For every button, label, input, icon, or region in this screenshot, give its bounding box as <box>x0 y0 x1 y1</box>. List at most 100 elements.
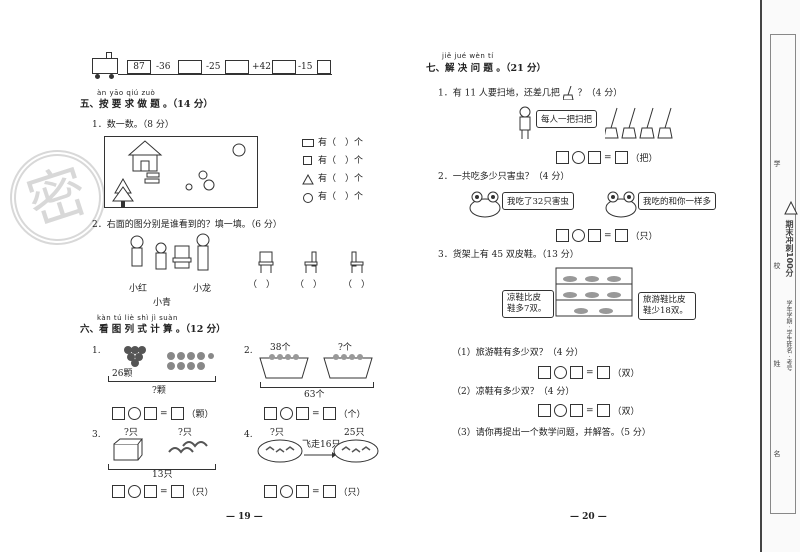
p2-equation: =（个） <box>264 407 366 420</box>
student-icon <box>519 106 531 139</box>
leaf-left-icon <box>257 439 303 463</box>
flying-arrow-icon <box>304 452 336 458</box>
circle-icon <box>303 193 313 203</box>
p2-label-2: ?个 <box>338 343 352 353</box>
brooms-row-icon <box>605 107 673 139</box>
p4-label-2: 飞走16只 <box>302 440 341 450</box>
p2-total: 63个 <box>304 390 325 400</box>
kid-name-xiaolong: 小龙 <box>193 284 212 294</box>
q1-line: 1．有 11 人要扫地，还差几把 ？（4 分） <box>438 85 623 101</box>
frog-right-icon <box>605 191 637 218</box>
sidebar-label-2: 校 <box>773 262 781 269</box>
sidebar-frame <box>770 34 796 514</box>
sidebar-label-1: 学 <box>773 160 781 167</box>
house-and-tree-drawing <box>112 140 246 207</box>
sec6-title: 六、看 图 列 式 计 算 。（12 分） <box>80 324 226 335</box>
kid-name-xiaoqing: 小青 <box>153 298 172 308</box>
brand-logo-icon <box>784 200 798 215</box>
train-car-2[interactable] <box>178 60 202 74</box>
p1-label: 26颗 <box>112 369 133 379</box>
p4-number: 4. <box>244 430 253 440</box>
square-icon <box>303 156 312 165</box>
chair-answer-1[interactable]: （ ） <box>248 280 276 290</box>
shape-count-row-2[interactable]: 有（ ）个 <box>318 156 364 166</box>
sec5-pinyin: àn yāo qiú zuò <box>97 89 156 97</box>
shape-count-list: 有（ ）个 有（ ）个 有（ ）个 有（ ）个 <box>302 138 382 210</box>
broom-icon <box>562 85 574 101</box>
p4-label-1: ?只 <box>270 428 284 438</box>
binding-sidebar: 学 校 姓 名 期末冲刺100分 学年学期 · 学生姓名 · 考号 <box>760 0 800 552</box>
box-icon <box>113 438 144 461</box>
chair-view-2 <box>304 251 318 273</box>
chair-answer-2[interactable]: （ ） <box>295 280 323 290</box>
train-engine <box>92 58 118 74</box>
train-op-2: -25 <box>206 62 221 72</box>
q1-text: 1．有 11 人要扫地，还差几把 <box>438 88 560 99</box>
q2-text: 2．一共吃多少只害虫？（4 分） <box>438 172 570 182</box>
page-number-left: — 19 — <box>226 512 263 522</box>
shape-count-row-3[interactable]: 有（ ）个 <box>318 174 364 184</box>
kids-and-chair-drawing <box>130 233 210 271</box>
sec5-q1: 1．数一数。（8 分） <box>92 120 174 130</box>
triangle-icon <box>302 174 314 185</box>
q3-sub3: （3）请你再提出一个数学问题，并解答。（5 分） <box>452 428 651 438</box>
p3-label-2: ?只 <box>178 428 192 438</box>
train-car-4[interactable] <box>272 60 296 74</box>
p2-label-1: 38个 <box>270 343 291 353</box>
right-page: jiě jué wèn tí 七、解 决 问 题 。（21 分） 1．有 11 … <box>400 0 760 552</box>
p1-number: 1. <box>92 346 101 356</box>
sec7-title: 七、解 决 问 题 。（21 分） <box>426 63 547 74</box>
sec6-pinyin: kàn tú liè shì jì suàn <box>97 314 178 322</box>
rectangle-icon <box>302 139 314 147</box>
grape-dots-icon <box>167 352 214 370</box>
train-op-4: -15 <box>298 62 313 72</box>
q3-bubble-right: 旅游鞋比皮鞋少18双。 <box>638 292 696 320</box>
frog-left-icon <box>469 191 501 218</box>
shape-count-row-4[interactable]: 有（ ）个 <box>318 192 364 202</box>
p3-number: 3. <box>92 430 101 440</box>
q2-bubble-right: 我吃的和你一样多 <box>638 192 717 210</box>
q3-sub2-equation: =（双） <box>538 404 640 417</box>
chair-view-1 <box>258 251 274 273</box>
p2-number: 2. <box>244 346 253 356</box>
sec7-pinyin: jiě jué wèn tí <box>442 52 494 60</box>
shape-count-row-1[interactable]: 有（ ）个 <box>318 138 364 148</box>
leaf-right-icon <box>333 439 379 463</box>
sec5-title: 五、按 要 求 做 题 。（14 分） <box>80 99 213 110</box>
birds-icon <box>168 441 208 454</box>
train-chimney <box>106 52 112 59</box>
p3-brace <box>108 464 216 470</box>
kid-name-xiaohong: 小红 <box>129 284 148 294</box>
p1-question: ?颗 <box>152 386 166 396</box>
p4-equation: =（只） <box>264 485 366 498</box>
sidebar-brand: 期末冲刺100分 <box>785 220 794 277</box>
train-car-5[interactable] <box>317 60 331 74</box>
basket-right-icon <box>323 354 373 379</box>
q1-equation: =（把） <box>556 151 658 164</box>
q3-sub1-equation: =（双） <box>538 366 640 379</box>
chair-view-3 <box>350 251 364 273</box>
p3-total: 13只 <box>152 470 173 480</box>
q2-equation: =（只） <box>556 229 658 242</box>
p4-label-3: 25只 <box>344 428 365 438</box>
sec5-q2: 2．右面的图分别是谁看到的？填一填。（6 分） <box>92 220 282 230</box>
q1-text-tail: ？（4 分） <box>577 88 623 99</box>
train-car-3[interactable] <box>225 60 249 74</box>
sidebar-label-3: 姓 <box>773 360 781 367</box>
q2-bubble-left: 我吃了32只害虫 <box>502 192 574 210</box>
p3-label-1: ?只 <box>124 428 138 438</box>
shapes-scene-picture <box>104 136 258 208</box>
train-op-3: +42 <box>252 62 271 72</box>
q1-speech-bubble: 每人一把扫把 <box>536 110 598 128</box>
basket-left-icon <box>259 354 309 379</box>
q3-sub2: （2）凉鞋有多少双？（4 分） <box>452 387 575 397</box>
q3-bubble-left: 凉鞋比皮鞋多7双。 <box>502 290 554 318</box>
page-number-right: — 20 — <box>570 512 607 522</box>
sidebar-label-4: 名 <box>773 450 781 457</box>
p2-brace <box>260 382 374 388</box>
shoe-shelf-icon <box>555 267 633 317</box>
q3-text: 3．货架上有 45 双皮鞋。（13 分） <box>438 250 579 260</box>
chair-answer-3[interactable]: （ ） <box>343 280 371 290</box>
p1-brace <box>108 376 216 382</box>
left-page: 密 87 -36 -25 +42 -15 àn yāo qiú zuò 五、按 … <box>0 0 390 552</box>
